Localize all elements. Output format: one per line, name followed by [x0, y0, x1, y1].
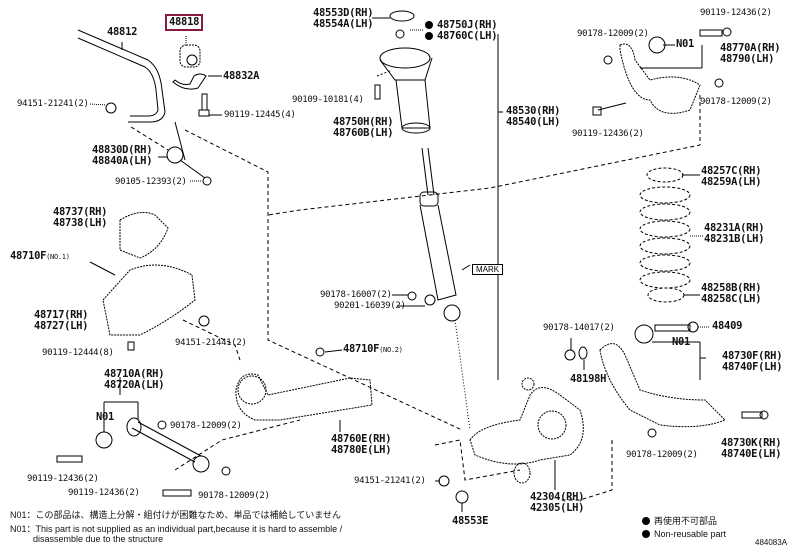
non-reusable-dot-icon: [425, 21, 433, 29]
part-label-48730k[interactable]: 48730K(RH): [721, 437, 782, 449]
part-label-48553e[interactable]: 48553E: [452, 515, 489, 527]
legend-non-reusable-jp: 再使用不可部品: [642, 516, 717, 526]
shock-absorber-drawing: [419, 147, 471, 431]
part-label-42305[interactable]: 42305(LH): [530, 502, 585, 514]
part-label-90178-12009-left2[interactable]: 90178-12009(2): [198, 491, 270, 501]
part-label-48730f[interactable]: 48730F(RH): [722, 350, 783, 362]
upper-arm-drawing: [592, 27, 732, 116]
part-number: 48760C(LH): [437, 30, 498, 42]
part-label-48780e[interactable]: 48780E(LH): [331, 444, 392, 456]
part-label-48258c[interactable]: 48258C(LH): [701, 293, 762, 305]
part-label-90105-12393[interactable]: 90105-12393(2): [115, 177, 187, 187]
coil-spring-drawing: [639, 167, 691, 303]
part-label-48710f-no1[interactable]: 48710F(NO.1): [10, 251, 70, 263]
part-label-90119-12436-left1[interactable]: 90119-12436(2): [27, 474, 99, 484]
legend-non-reusable-en: Non-reusable part: [642, 529, 726, 539]
n01-note-english-line1: N01：This part is not supplied as an indi…: [10, 524, 343, 534]
stabilizer-bar-drawing: [77, 29, 166, 123]
part-label-90178-12009-top[interactable]: 90178-12009(2): [577, 29, 649, 39]
part-label-48737[interactable]: 48737(RH): [53, 206, 108, 218]
part-label-94151-21241[interactable]: 94151-21241(2): [17, 99, 89, 109]
part-label-90178-12009-bottom-right[interactable]: 90178-12009(2): [626, 450, 698, 460]
part-label-48231b[interactable]: 48231B(LH): [704, 233, 765, 245]
part-label-90178-16007[interactable]: 90178-16007(2): [320, 290, 392, 300]
part-label-90119-12444[interactable]: 90119-12444(8): [42, 348, 114, 358]
part-label-90178-12009-left1[interactable]: 90178-12009(2): [170, 421, 242, 431]
guide-lines: [130, 95, 701, 501]
part-label-48540[interactable]: 48540(LH): [506, 116, 561, 128]
n01-label-toe-link[interactable]: N01: [96, 411, 115, 423]
n01-note-japanese: N01：この部品は、構造上分解・組付けが困難なため、単品では補給していません: [10, 510, 341, 520]
part-label-48259a[interactable]: 48259A(LH): [701, 176, 762, 188]
stabilizer-link-drawing: [158, 121, 212, 186]
part-label-48231a[interactable]: 48231A(RH): [704, 222, 765, 234]
part-label-90119-12436-top[interactable]: 90119-12436(2): [700, 8, 772, 18]
part-number: 48750J(RH): [437, 19, 498, 31]
legend-text: Non-reusable part: [654, 529, 727, 539]
part-label-48710a[interactable]: 48710A(RH): [104, 368, 165, 380]
knuckle-drawing: [469, 377, 584, 484]
part-label-48760b[interactable]: 48760B(LH): [333, 127, 394, 139]
part-number: 48710F: [10, 250, 47, 262]
n01-note-english-line2: disassemble due to the structure: [33, 534, 164, 544]
part-label-90201-16039[interactable]: 90201-16039(2): [334, 301, 406, 311]
part-label-48727[interactable]: 48727(LH): [34, 320, 89, 332]
part-number: 48710F: [343, 343, 380, 355]
part-label-94151-21241-bottom[interactable]: 94151-21241(2): [354, 476, 426, 486]
part-label-90178-12009-right[interactable]: 90178-12009(2): [700, 97, 772, 107]
part-label-48710f-no2[interactable]: 48710F(NO.2): [343, 344, 403, 356]
legend-text: 再使用不可部品: [654, 516, 718, 526]
part-label-48760e[interactable]: 48760E(RH): [331, 433, 392, 445]
part-label-90119-12436-left2[interactable]: 90119-12436(2): [68, 488, 140, 498]
part-label-90119-12445[interactable]: 90119-12445(4): [224, 110, 296, 120]
non-reusable-dot-icon: [642, 517, 650, 525]
shock-mount-drawing: [372, 10, 433, 134]
lower-arm-drawing: [599, 321, 769, 438]
part-label-48530[interactable]: 48530(RH): [506, 105, 561, 117]
part-suffix: (NO.1): [46, 253, 70, 261]
part-label-48740f[interactable]: 48740F(LH): [722, 361, 783, 373]
part-label-94151-21441[interactable]: 94151-21441(2): [175, 338, 247, 348]
part-label-48740e[interactable]: 48740E(LH): [721, 448, 782, 460]
part-label-48750j[interactable]: 48750J(RH): [425, 19, 498, 31]
shock-mark-label: MARK: [472, 264, 504, 275]
bracket-48717-drawing: [102, 211, 196, 336]
part-label-48553d[interactable]: 48553D(RH): [313, 7, 374, 19]
part-label-48818-highlighted[interactable]: 48818: [165, 14, 204, 31]
part-label-48790[interactable]: 48790(LH): [720, 53, 775, 65]
part-label-48409[interactable]: 48409: [712, 320, 743, 332]
bushing-drawing: [179, 36, 201, 68]
n01-label-lower-arm[interactable]: N01: [672, 336, 691, 348]
part-label-48198h[interactable]: 48198H: [570, 373, 607, 385]
part-label-48840a[interactable]: 48840A(LH): [92, 155, 153, 167]
trailing-arm-drawing: [235, 373, 373, 421]
part-suffix: (NO.2): [379, 346, 403, 354]
part-label-48717[interactable]: 48717(RH): [34, 309, 89, 321]
part-label-90109-10181[interactable]: 90109-10181(4): [292, 95, 364, 105]
toe-link-drawing: [56, 377, 231, 497]
bracket-drawing: [172, 73, 207, 90]
part-label-42304[interactable]: 42304(RH): [530, 491, 585, 503]
part-label-48738[interactable]: 48738(LH): [53, 217, 108, 229]
part-label-48554a[interactable]: 48554A(LH): [313, 18, 374, 30]
n01-label-upper-arm[interactable]: N01: [676, 38, 695, 50]
part-label-48770a[interactable]: 48770A(RH): [720, 42, 781, 54]
diagram-id: 484083A: [755, 538, 788, 547]
non-reusable-dot-icon: [642, 530, 650, 538]
part-label-48832a[interactable]: 48832A: [223, 70, 260, 82]
non-reusable-dot-icon: [425, 32, 433, 40]
part-label-48812[interactable]: 48812: [107, 26, 138, 38]
part-label-48258b[interactable]: 48258B(RH): [701, 282, 762, 294]
part-label-48760c[interactable]: 48760C(LH): [425, 30, 498, 42]
part-label-48750h[interactable]: 48750H(RH): [333, 116, 394, 128]
part-label-48830d[interactable]: 48830D(RH): [92, 144, 153, 156]
part-label-90178-14017[interactable]: 90178-14017(2): [543, 323, 615, 333]
part-label-90119-12436-mid[interactable]: 90119-12436(2): [572, 129, 644, 139]
part-label-48720a[interactable]: 48720A(LH): [104, 379, 165, 391]
bolt-drawing: [198, 93, 222, 117]
part-label-48257c[interactable]: 48257C(RH): [701, 165, 762, 177]
